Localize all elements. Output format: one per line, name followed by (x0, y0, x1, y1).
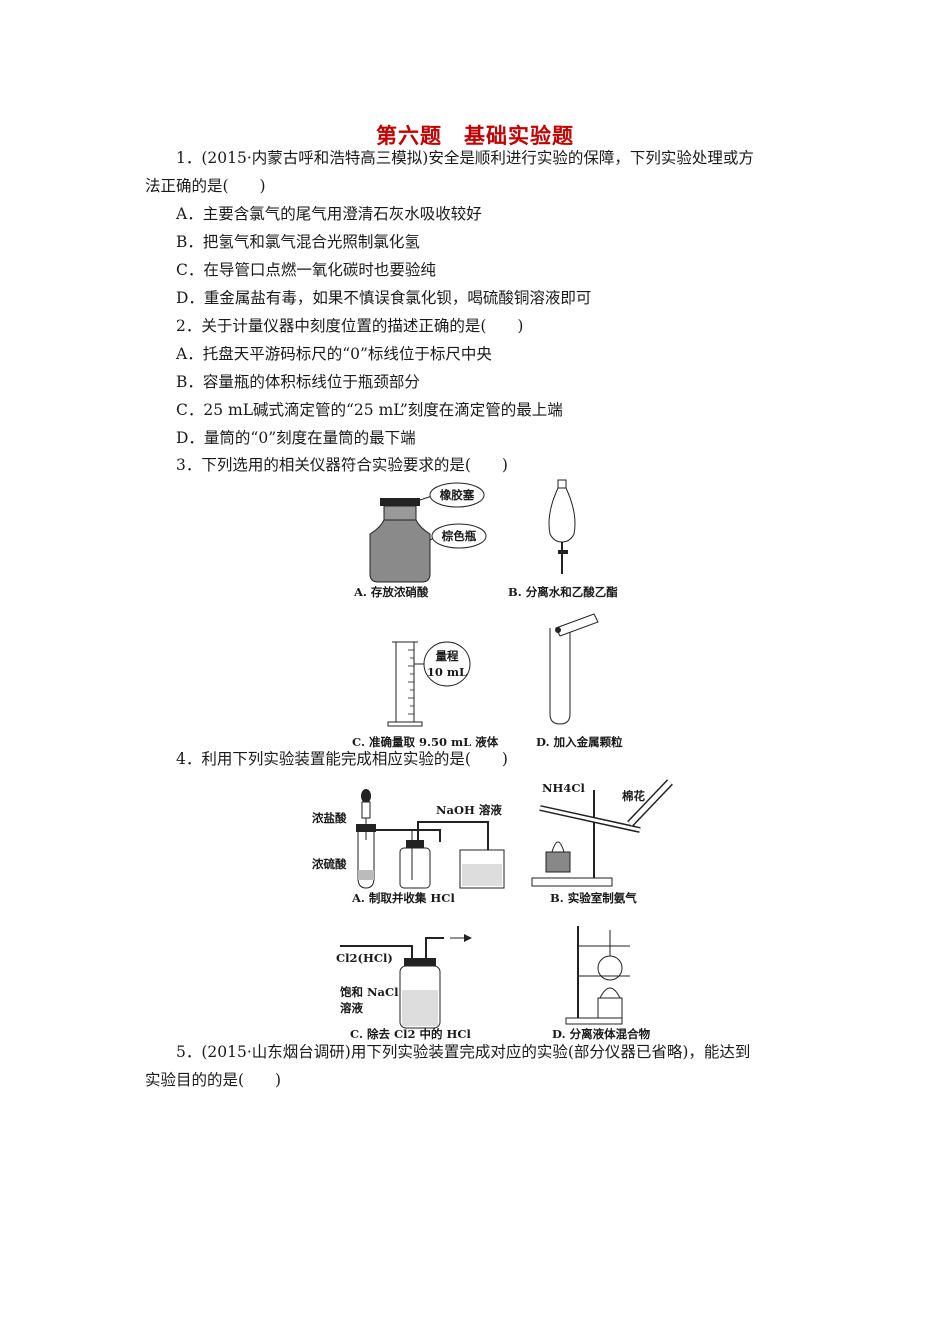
q1-option-d: D．重金属盐有毒，如果不慎误食氯化钡，喝硫酸铜溶液即可 (176, 289, 592, 307)
test-tube-icon (549, 613, 599, 725)
q2-option-d: D．量筒的“0”刻度在量筒的最下端 (176, 429, 416, 447)
label-solution: 溶液 (340, 1001, 363, 1015)
label-rubber-stopper: 橡胶塞 (440, 488, 475, 502)
q4-caption-c: C. 除去 Cl2 中的 HCl (350, 1027, 472, 1041)
label-naoh-solution: NaOH 溶液 (436, 803, 502, 817)
label-conc-hcl: 浓盐酸 (312, 811, 347, 825)
q3-figure: 橡胶塞 棕色瓶 A. 存放浓硝酸 B. 分离水和乙酸乙酯 量程 10 mL C.… (352, 479, 623, 749)
q1-option-b: B．把氢气和氯气混合光照制氯化氢 (176, 233, 420, 251)
q4-figure: 浓盐酸 浓硫酸 NaOH 溶液 A. 制取并收集 HCl NH4Cl 棉花 B.… (312, 779, 673, 1041)
q1-stem-line2: 法正确的是( ) (145, 177, 266, 195)
distillation-apparatus-icon (565, 926, 630, 1025)
label-cl2-hcl: Cl2(HCl) (336, 951, 393, 965)
q3-caption-a: A. 存放浓硝酸 (353, 585, 429, 599)
label-cotton: 棉花 (622, 789, 645, 803)
label-nh4cl: NH4Cl (542, 781, 586, 795)
label-brown-bottle: 棕色瓶 (441, 529, 477, 543)
page-title: 第六题 基础实验题 (376, 123, 574, 148)
q3-stem: 3．下列选用的相关仪器符合实验要求的是( ) (176, 456, 508, 474)
q5-stem-line1: 5．(2015·山东烟台调研)用下列实验装置完成对应的实验(部分仪器已省略)，能… (176, 1043, 751, 1061)
q1-option-c: C．在导管口点燃一氧化碳时也要验纯 (176, 261, 436, 279)
q4-caption-b: B. 实验室制氨气 (550, 891, 637, 905)
separatory-funnel-icon (548, 479, 576, 574)
q1-option-a: A．主要含氯气的尾气用澄清石灰水吸收较好 (176, 205, 482, 223)
q1-stem-line1: 1．(2015·内蒙古呼和浩特高三模拟)安全是顺利进行实验的保障，下列实验处理或… (176, 149, 754, 167)
label-sat-nacl: 饱和 NaCl (340, 985, 399, 999)
q4-caption-d: D. 分离液体混合物 (552, 1027, 651, 1041)
q3-caption-c: C. 准确量取 9.50 mL 液体 (352, 735, 499, 749)
label-range: 量程 (436, 649, 459, 663)
gas-generator-icon (356, 789, 505, 889)
graduated-cylinder-icon (387, 641, 423, 727)
q3-caption-b: B. 分离水和乙酸乙酯 (508, 585, 618, 599)
q3-caption-d: D. 加入金属颗粒 (536, 735, 623, 749)
q4-caption-a: A. 制取并收集 HCl (351, 891, 455, 905)
q2-stem: 2．关于计量仪器中刻度位置的描述正确的是( ) (176, 317, 524, 335)
label-conc-h2so4: 浓硫酸 (312, 857, 347, 871)
q5-stem-line2: 实验目的的是( ) (145, 1071, 282, 1089)
ammonia-apparatus-icon (531, 779, 673, 887)
label-range-value: 10 mL (427, 665, 467, 679)
q2-option-c: C．25 mL碱式滴定管的“25 mL”刻度在滴定管的最上端 (176, 401, 563, 419)
brown-bottle-icon (369, 498, 431, 583)
q2-option-a: A．托盘天平游码标尺的“0”标线位于标尺中央 (176, 345, 492, 363)
gas-washing-bottle-icon (340, 934, 472, 1029)
q4-stem: 4．利用下列实验装置能完成相应实验的是( ) (176, 750, 508, 768)
q2-option-b: B．容量瓶的体积标线位于瓶颈部分 (176, 373, 420, 391)
